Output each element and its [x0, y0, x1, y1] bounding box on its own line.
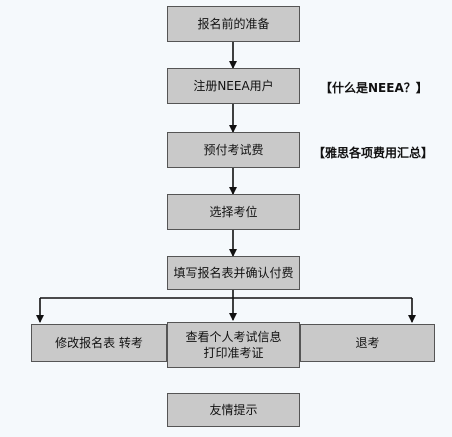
step-view-info-line2: 打印准考证 — [203, 346, 264, 360]
step-register: 注册NEEA用户 — [167, 68, 300, 104]
step-modify: 修改报名表 转考 — [31, 324, 167, 362]
step-prepay: 预付考试费 — [167, 132, 300, 168]
step-prepare: 报名前的准备 — [167, 6, 300, 42]
step-register-label: 注册NEEA用户 — [193, 78, 274, 93]
step-fill-form: 填写报名表并确认付费 — [167, 256, 300, 290]
step-tips-label: 友情提示 — [209, 402, 258, 417]
step-modify-label: 修改报名表 转考 — [55, 335, 143, 350]
note-what-is-neea[interactable]: 【什么是NEEA？】 — [320, 81, 428, 95]
step-withdraw-label: 退考 — [355, 335, 380, 350]
step-prepare-label: 报名前的准备 — [197, 16, 270, 31]
step-withdraw: 退考 — [300, 324, 435, 362]
step-fill-form-label: 填写报名表并确认付费 — [173, 265, 294, 280]
note-fee-summary[interactable]: 【雅思各项费用汇总】 — [313, 146, 434, 160]
step-choose-seat-label: 选择考位 — [209, 204, 258, 219]
step-prepay-label: 预付考试费 — [203, 142, 264, 157]
step-choose-seat: 选择考位 — [167, 194, 300, 230]
step-view-info-line1: 查看个人考试信息 — [185, 329, 282, 344]
step-view-info: 查看个人考试信息 打印准考证 — [167, 322, 300, 368]
step-tips: 友情提示 — [167, 393, 300, 427]
